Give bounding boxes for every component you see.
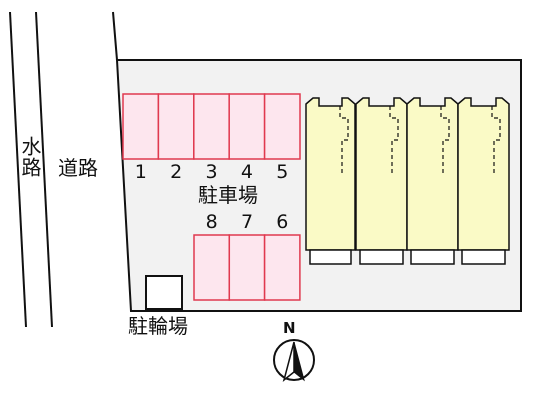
waterway-left-line: [9, 11, 27, 328]
parking-space-top-3: [193, 93, 230, 160]
parking-row-bottom: [193, 234, 301, 301]
waterway-right-line: [35, 11, 53, 328]
parking-number-4: 4: [240, 161, 253, 183]
waterway-label: 水路: [18, 136, 42, 178]
apartment-unit-3: [406, 97, 459, 265]
parking-number-1: 1: [134, 161, 147, 183]
road-edge-line: [112, 11, 118, 61]
apartment-unit-2: [355, 97, 408, 265]
apartment-unit-1: [305, 97, 356, 265]
parking-number-8: 8: [205, 211, 218, 233]
north-label: N: [283, 319, 296, 337]
parking-row-top: [122, 93, 301, 160]
bicycle-parking-box: [145, 275, 183, 310]
parking-number-3: 3: [205, 161, 218, 183]
apartment-unit-4: [457, 97, 510, 265]
bicycle-parking-label: 駐輪場: [128, 314, 188, 338]
north-compass-icon: [273, 339, 315, 383]
parking-space-top-1: [122, 93, 160, 160]
parking-number-7: 7: [240, 211, 254, 233]
parking-label: 駐車場: [198, 183, 258, 207]
parking-number-5: 5: [276, 161, 289, 183]
parking-number-6: 6: [276, 211, 289, 233]
parking-number-2: 2: [170, 161, 183, 183]
parking-space-top-2: [157, 93, 195, 160]
parking-space-bottom-3: [263, 234, 301, 301]
road-label: 道路: [58, 156, 98, 180]
parking-space-bottom-1: [193, 234, 231, 301]
parking-space-top-4: [228, 93, 266, 160]
parking-space-bottom-2: [228, 234, 266, 301]
parking-space-top-5: [263, 93, 301, 160]
apartment-building: [305, 97, 510, 265]
